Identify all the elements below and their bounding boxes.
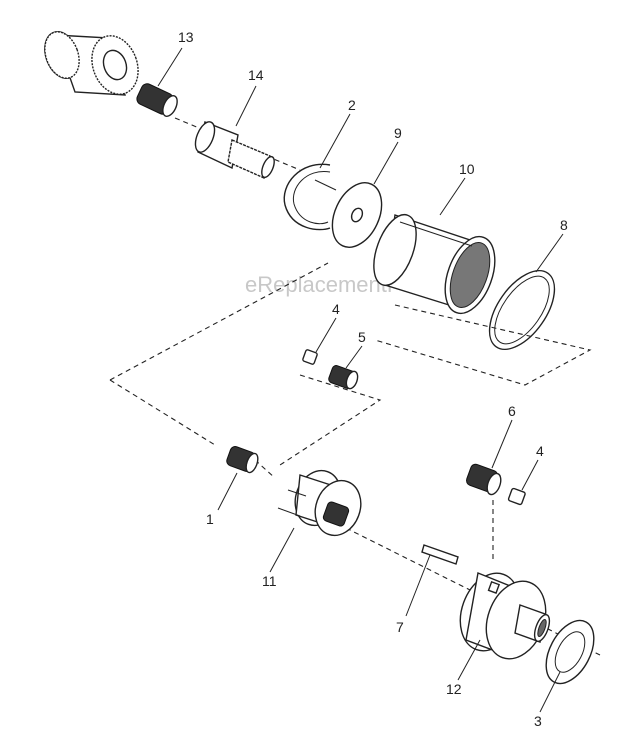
callout-9: 9 (394, 125, 402, 141)
needle-bearing-13 (136, 83, 178, 117)
part-6-gear (465, 463, 502, 496)
callout-6: 6 (508, 403, 516, 419)
callout-10: 10 (459, 161, 475, 177)
callout-4-lower: 4 (536, 443, 544, 459)
part-7-dowel (421, 544, 459, 565)
callout-13: 13 (178, 29, 194, 45)
part-10-drum (373, 213, 496, 315)
callout-14: 14 (248, 67, 264, 83)
part-12-housing (459, 572, 551, 660)
callout-11: 11 (262, 573, 277, 589)
part-5-gear (328, 365, 359, 390)
part-1-gear (226, 446, 259, 474)
callout-labels: 13 14 2 9 10 8 4 5 6 4 1 11 7 12 3 (178, 29, 568, 729)
callout-1: 1 (206, 511, 214, 527)
callout-7: 7 (396, 619, 404, 635)
callout-3: 3 (534, 713, 542, 729)
part-4-pin-upper (302, 349, 318, 365)
part-11-carrier (277, 469, 362, 537)
callout-5: 5 (358, 329, 366, 345)
part-8-o-ring (488, 269, 556, 351)
part-4-pin-lower (507, 487, 526, 506)
callout-12: 12 (446, 681, 462, 697)
callout-4-upper: 4 (332, 301, 340, 317)
part-13-gear-assembly (44, 31, 178, 117)
part-9-washer (331, 182, 383, 248)
leader-lines (157, 47, 564, 713)
part-14-shaft (194, 121, 275, 179)
callout-2: 2 (348, 97, 356, 113)
part-2-snap-ring (283, 163, 337, 231)
part-3-thrust-washer (545, 619, 595, 685)
callout-8: 8 (560, 217, 568, 233)
